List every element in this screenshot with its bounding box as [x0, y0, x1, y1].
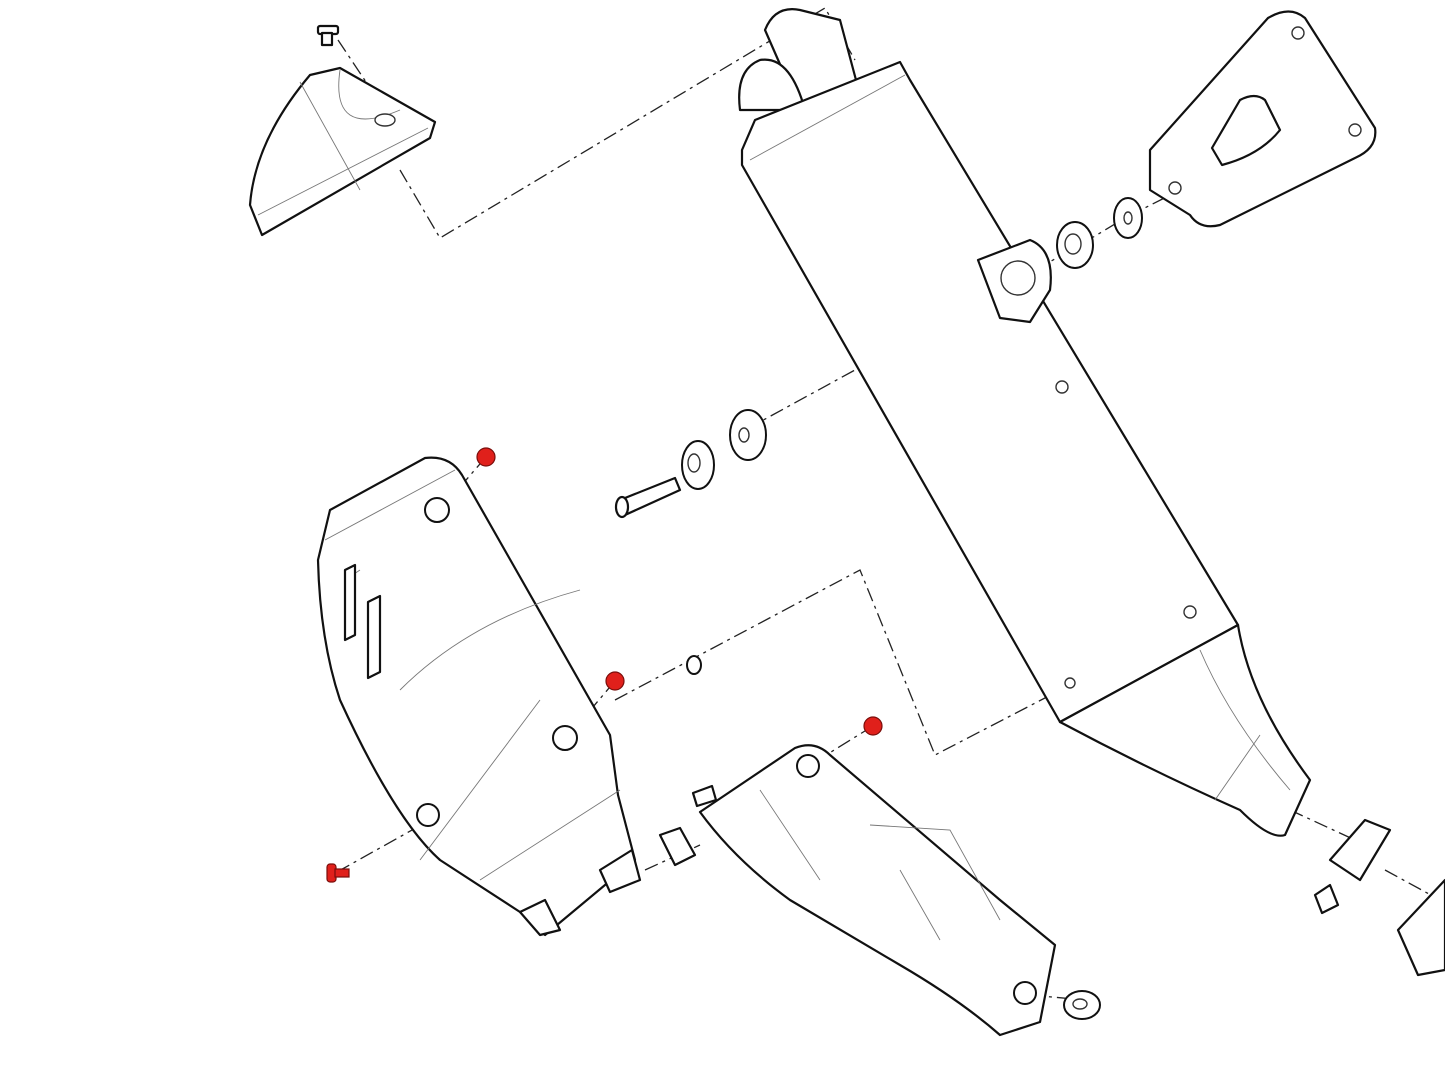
clip-nut[interactable]	[658, 826, 697, 867]
red-screw-2[interactable]	[605, 671, 625, 691]
mounting-bolt[interactable]	[614, 476, 682, 519]
spacer[interactable]	[681, 440, 715, 490]
red-screw-1[interactable]	[476, 447, 496, 467]
rubber-grommet[interactable]	[1056, 221, 1094, 269]
small-washer[interactable]	[686, 655, 702, 675]
heat-shield-lower[interactable]	[691, 744, 1057, 1037]
rubber-mount[interactable]	[729, 409, 767, 461]
highlighted-fasteners	[326, 447, 883, 883]
cap-screw[interactable]	[316, 24, 340, 47]
mounting-bracket[interactable]	[1148, 10, 1377, 228]
end-cap[interactable]	[248, 66, 437, 237]
red-screw-3[interactable]	[863, 716, 883, 736]
grommet[interactable]	[1063, 990, 1101, 1020]
connector-box[interactable]	[1396, 878, 1445, 977]
muffler-body[interactable]	[738, 8, 1312, 837]
washer[interactable]	[1113, 197, 1143, 239]
heat-shield-upper[interactable]	[316, 456, 642, 937]
clamp[interactable]	[1313, 818, 1392, 915]
red-screw-4[interactable]	[326, 863, 350, 883]
